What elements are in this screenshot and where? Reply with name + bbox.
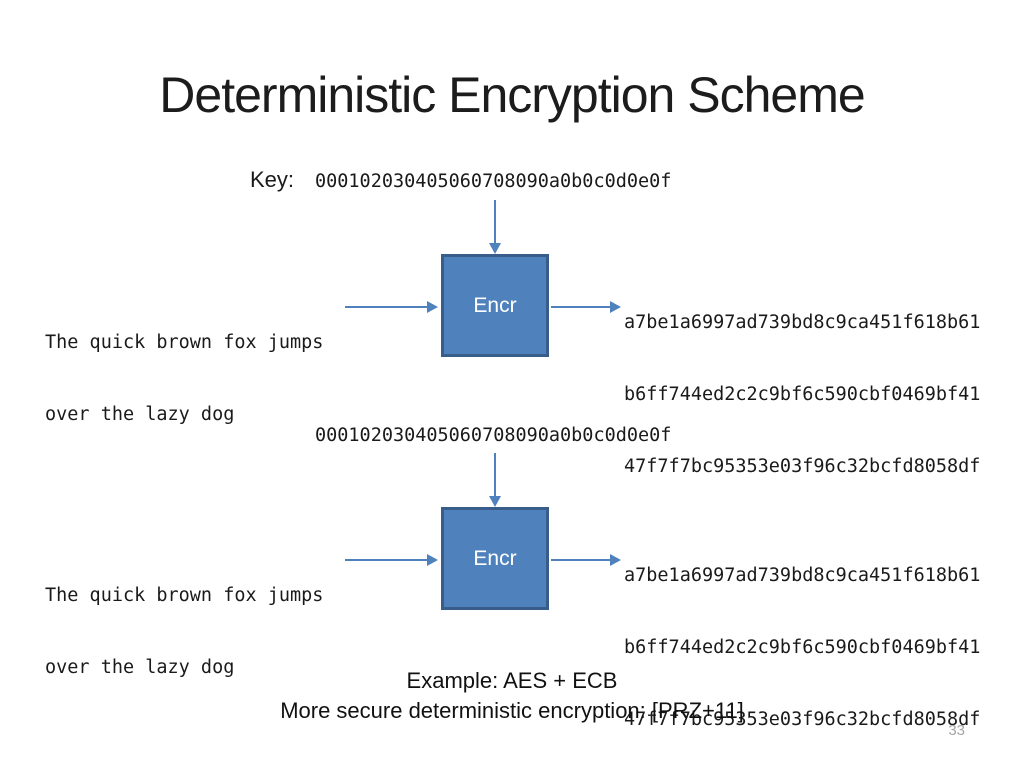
plaintext-line-2: over the lazy dog (45, 657, 235, 678)
ciphertext-block: a7be1a6997ad739bd8c9ca451f618b61 b6ff744… (624, 516, 980, 756)
ciphertext-line: a7be1a6997ad739bd8c9ca451f618b61 (624, 565, 981, 586)
encr-box: Encr (441, 254, 549, 357)
key-value: 000102030405060708090a0b0c0d0e0f (315, 425, 672, 446)
output-arrow-head (610, 301, 621, 313)
plaintext-line-1: The quick brown fox jumps (45, 332, 324, 353)
key-down-arrow-head (489, 496, 501, 507)
output-arrow-line (551, 306, 611, 308)
key-label: Key: (250, 167, 295, 192)
slide-title: Deterministic Encryption Scheme (159, 67, 865, 123)
output-arrow-head (610, 554, 621, 566)
key-down-arrow-head (489, 243, 501, 254)
plaintext-line-1: The quick brown fox jumps (45, 585, 324, 606)
plaintext-block: The quick brown fox jumps over the lazy … (45, 536, 323, 704)
ciphertext-line: a7be1a6997ad739bd8c9ca451f618b61 (624, 312, 981, 333)
footer-more-secure-line: More secure deterministic encryption: [P… (280, 698, 744, 723)
ciphertext-line: 47f7f7bc95353e03f96c32bcfd8058df (624, 709, 981, 730)
input-arrow-head (427, 554, 438, 566)
key-down-arrow-line (494, 453, 496, 498)
ciphertext-line: b6ff744ed2c2c9bf6c590cbf0469bf41 (624, 384, 981, 405)
footer-example-line: Example: AES + ECB (406, 668, 618, 693)
input-arrow-head (427, 301, 438, 313)
output-arrow-line (551, 559, 611, 561)
encr-box: Encr (441, 507, 549, 610)
encr-box-label: Encr (473, 546, 517, 570)
plaintext-block: The quick brown fox jumps over the lazy … (45, 283, 323, 451)
input-arrow-line (345, 559, 428, 561)
key-down-arrow-line (494, 200, 496, 245)
footer: Example: AES + ECB More secure determini… (0, 666, 1024, 726)
ciphertext-line: 47f7f7bc95353e03f96c32bcfd8058df (624, 456, 981, 477)
ciphertext-line: b6ff744ed2c2c9bf6c590cbf0469bf41 (624, 637, 981, 658)
page-number: 33 (948, 722, 965, 739)
ciphertext-block: a7be1a6997ad739bd8c9ca451f618b61 b6ff744… (624, 263, 980, 503)
encr-box-label: Encr (473, 293, 517, 317)
plaintext-line-2: over the lazy dog (45, 404, 235, 425)
key-value: 000102030405060708090a0b0c0d0e0f (315, 171, 672, 192)
input-arrow-line (345, 306, 428, 308)
